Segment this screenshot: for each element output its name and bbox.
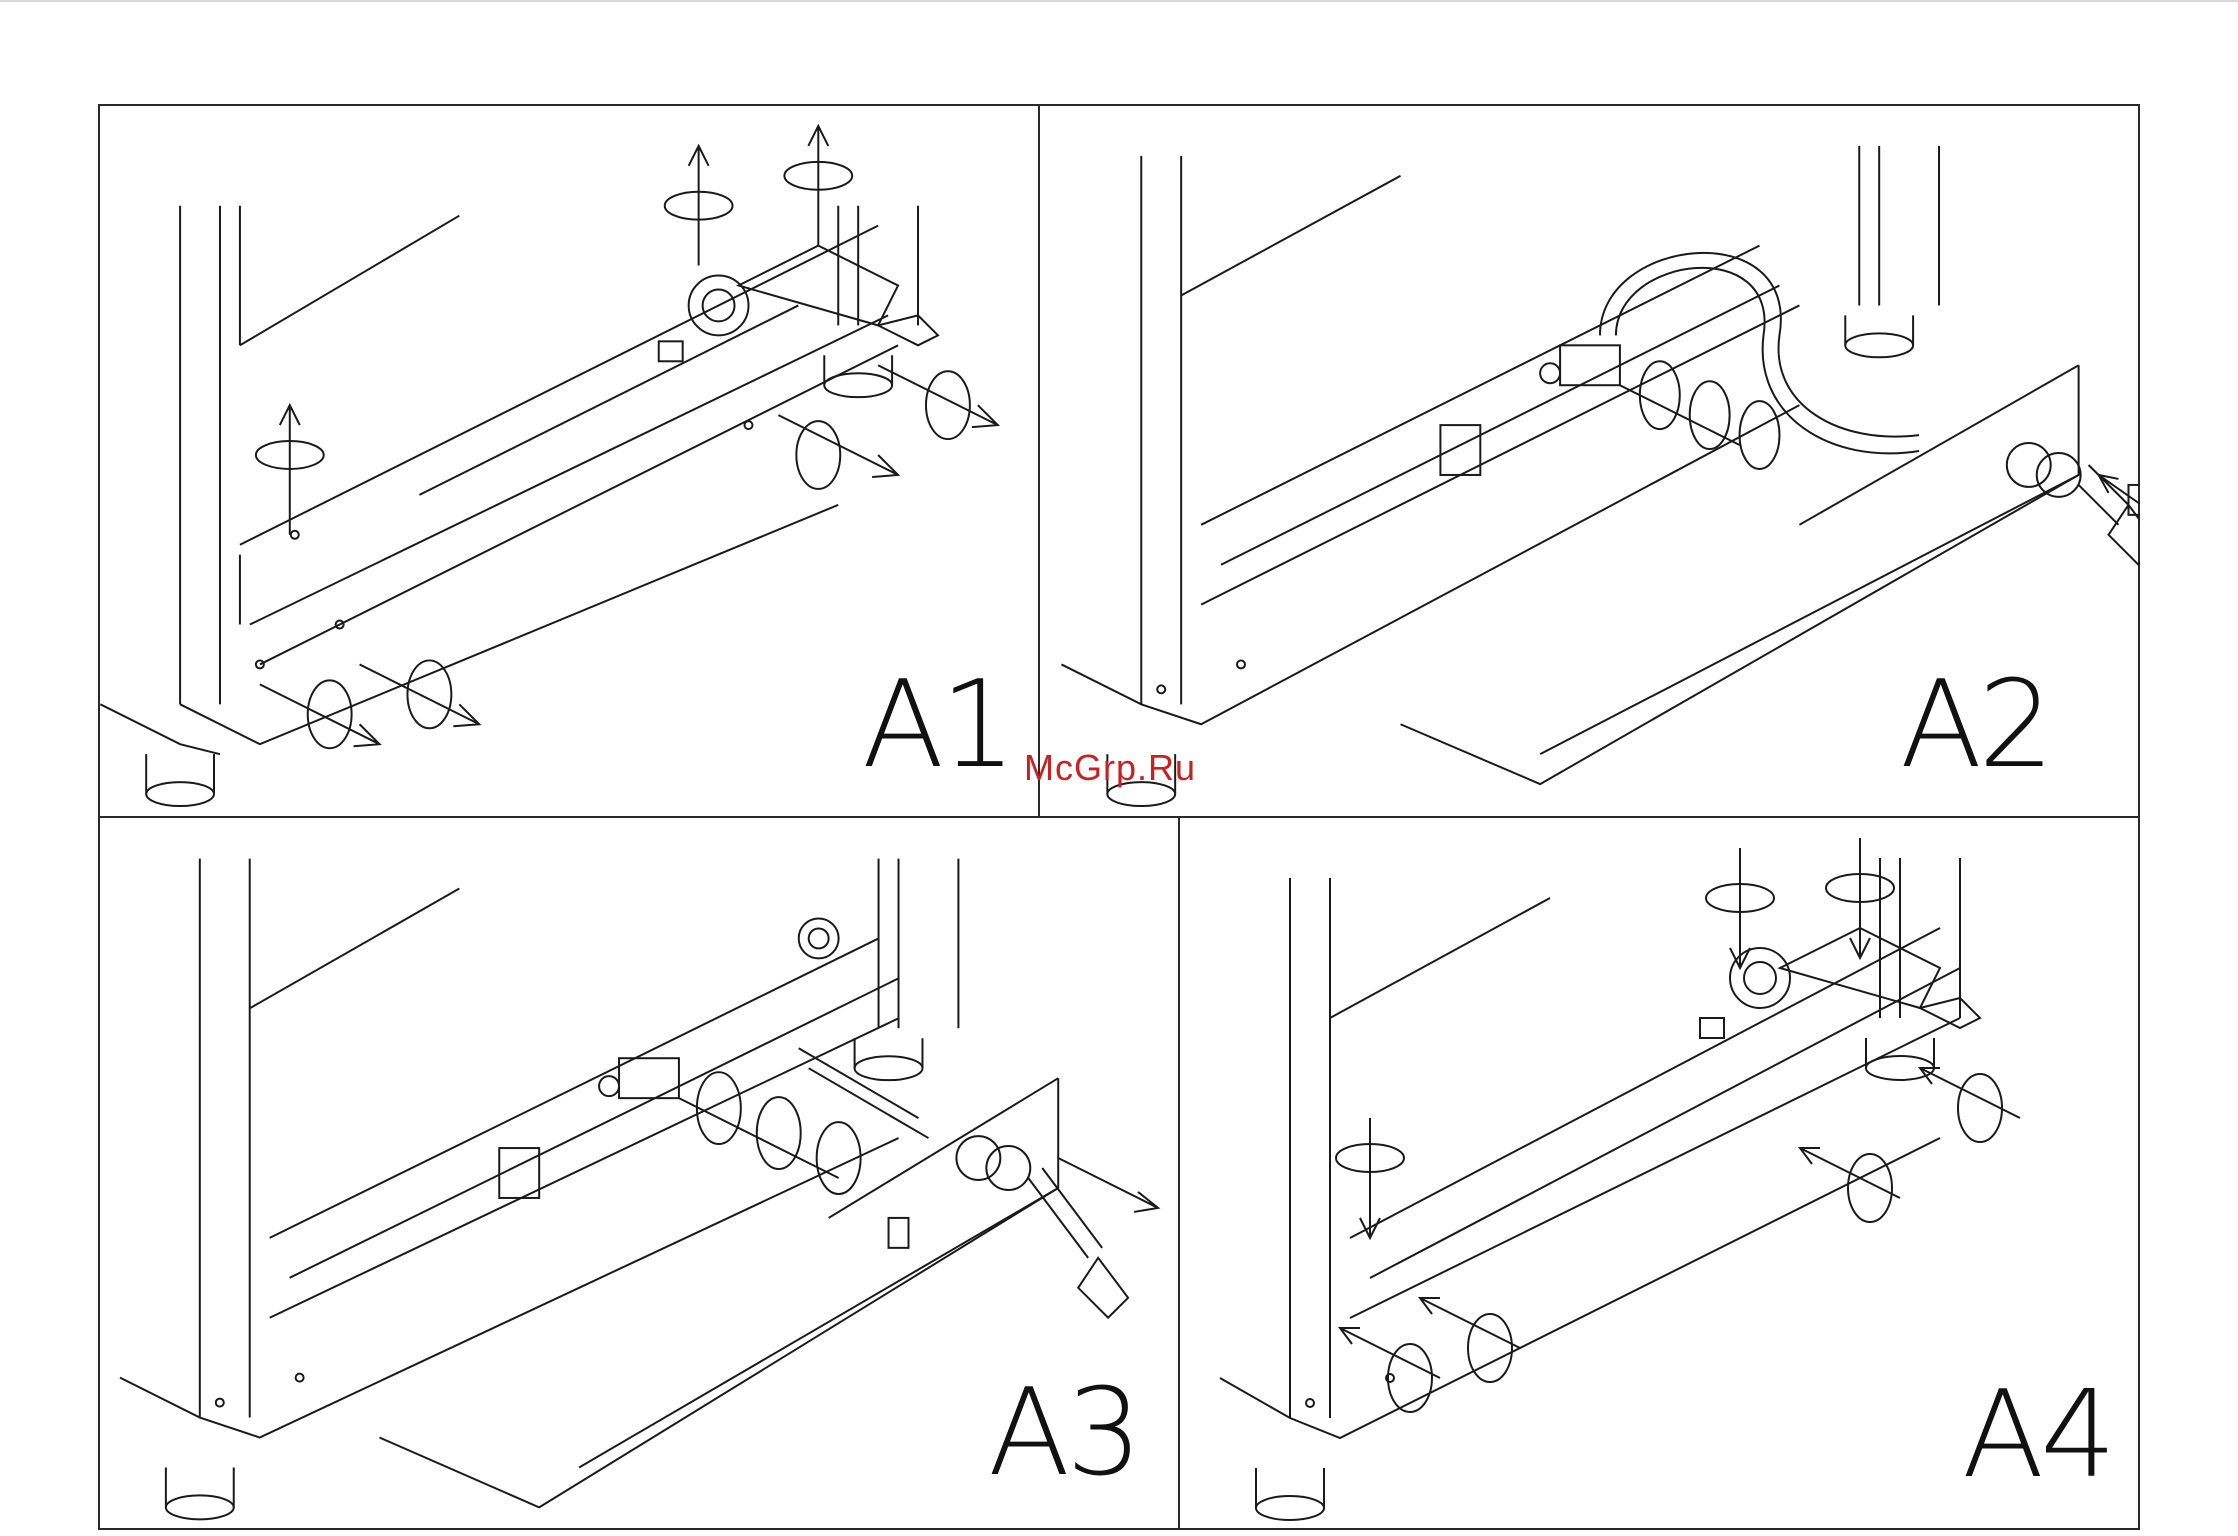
panel-a2: A2	[1040, 106, 2140, 818]
watermark: McGrp.Ru	[1024, 747, 1196, 789]
figure-frame: A1	[98, 104, 2140, 1530]
panel-label-a3: A3	[988, 1374, 1138, 1494]
panel-label-a4: A4	[1962, 1376, 2112, 1496]
panel-label-a2: A2	[1900, 666, 2050, 786]
panel-a3: A3	[100, 818, 1180, 1530]
panel-a1: A1	[100, 106, 1040, 818]
top-rule	[0, 0, 2238, 2]
panel-label-a1: A1	[862, 666, 1012, 786]
panel-a4: A4	[1180, 818, 2140, 1530]
